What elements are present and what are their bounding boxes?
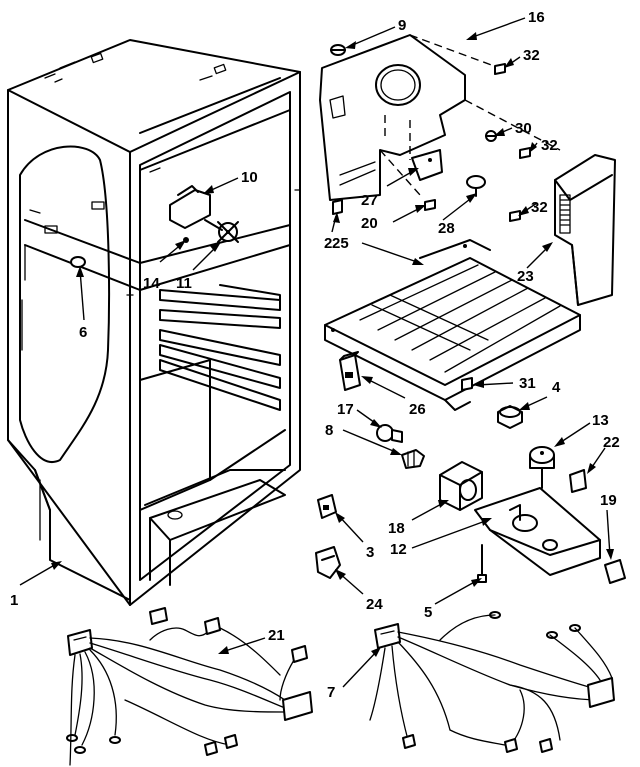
evaporator-fan-motor [169, 185, 239, 243]
callout-11: 11 [176, 275, 192, 292]
air-duct [554, 154, 616, 306]
callout-12: 12 [390, 541, 407, 558]
callout-9: 9 [398, 17, 406, 34]
callout-21: 21 [268, 627, 285, 644]
callout-6: 6 [79, 324, 87, 341]
defrost-terminator [339, 351, 361, 391]
damper-19 [604, 559, 626, 584]
cabinet-liner [7, 39, 301, 606]
callout-8: 8 [325, 422, 333, 439]
thermostat-4 [497, 405, 523, 429]
callout-4: 4 [552, 379, 561, 396]
callout-17: 17 [337, 401, 354, 418]
callout-18: 18 [388, 520, 405, 537]
callout-20: 20 [361, 215, 378, 232]
screw-31 [461, 377, 473, 391]
callout-1: 1 [10, 592, 18, 609]
wire-harness-7 [369, 611, 615, 753]
callout-22: 22 [603, 434, 620, 451]
callout-7: 7 [327, 684, 335, 701]
callout-24: 24 [366, 596, 383, 613]
callout-32-mid: 32 [541, 137, 558, 154]
cover-fasteners [330, 44, 531, 222]
light-bulb [376, 424, 403, 443]
control-bracket [474, 487, 601, 576]
leader-lines [19, 17, 614, 688]
switch-3 [317, 494, 337, 519]
evaporator [324, 239, 581, 411]
callout-25: 25 [332, 235, 349, 252]
callout-27: 27 [361, 192, 378, 209]
callout-26: 26 [409, 401, 426, 418]
control-housing [439, 461, 483, 511]
callout-labels: 9 16 32 30 32 10 27 20 28 32 2 25 23 14 … [10, 9, 620, 701]
callout-14: 14 [143, 275, 160, 292]
callout-23: 23 [517, 268, 534, 285]
wire-harness-21 [66, 607, 313, 766]
knob-22 [569, 469, 587, 493]
screw-5 [477, 544, 487, 583]
switch-24 [315, 546, 341, 579]
callout-5: 5 [424, 604, 432, 621]
callout-16: 16 [528, 9, 545, 26]
thermostat-13 [529, 446, 555, 489]
callout-13: 13 [592, 412, 609, 429]
callout-31: 31 [519, 375, 536, 392]
callout-19: 19 [600, 492, 617, 509]
callout-2: 2 [324, 235, 332, 252]
callout-3: 3 [366, 544, 374, 561]
callout-10: 10 [241, 169, 258, 186]
callout-28: 28 [438, 220, 455, 237]
callout-32-top: 32 [523, 47, 540, 64]
evaporator-cover [319, 34, 561, 201]
callout-30: 30 [515, 120, 532, 137]
light-socket [401, 449, 425, 469]
callout-32-right: 32 [531, 199, 548, 216]
